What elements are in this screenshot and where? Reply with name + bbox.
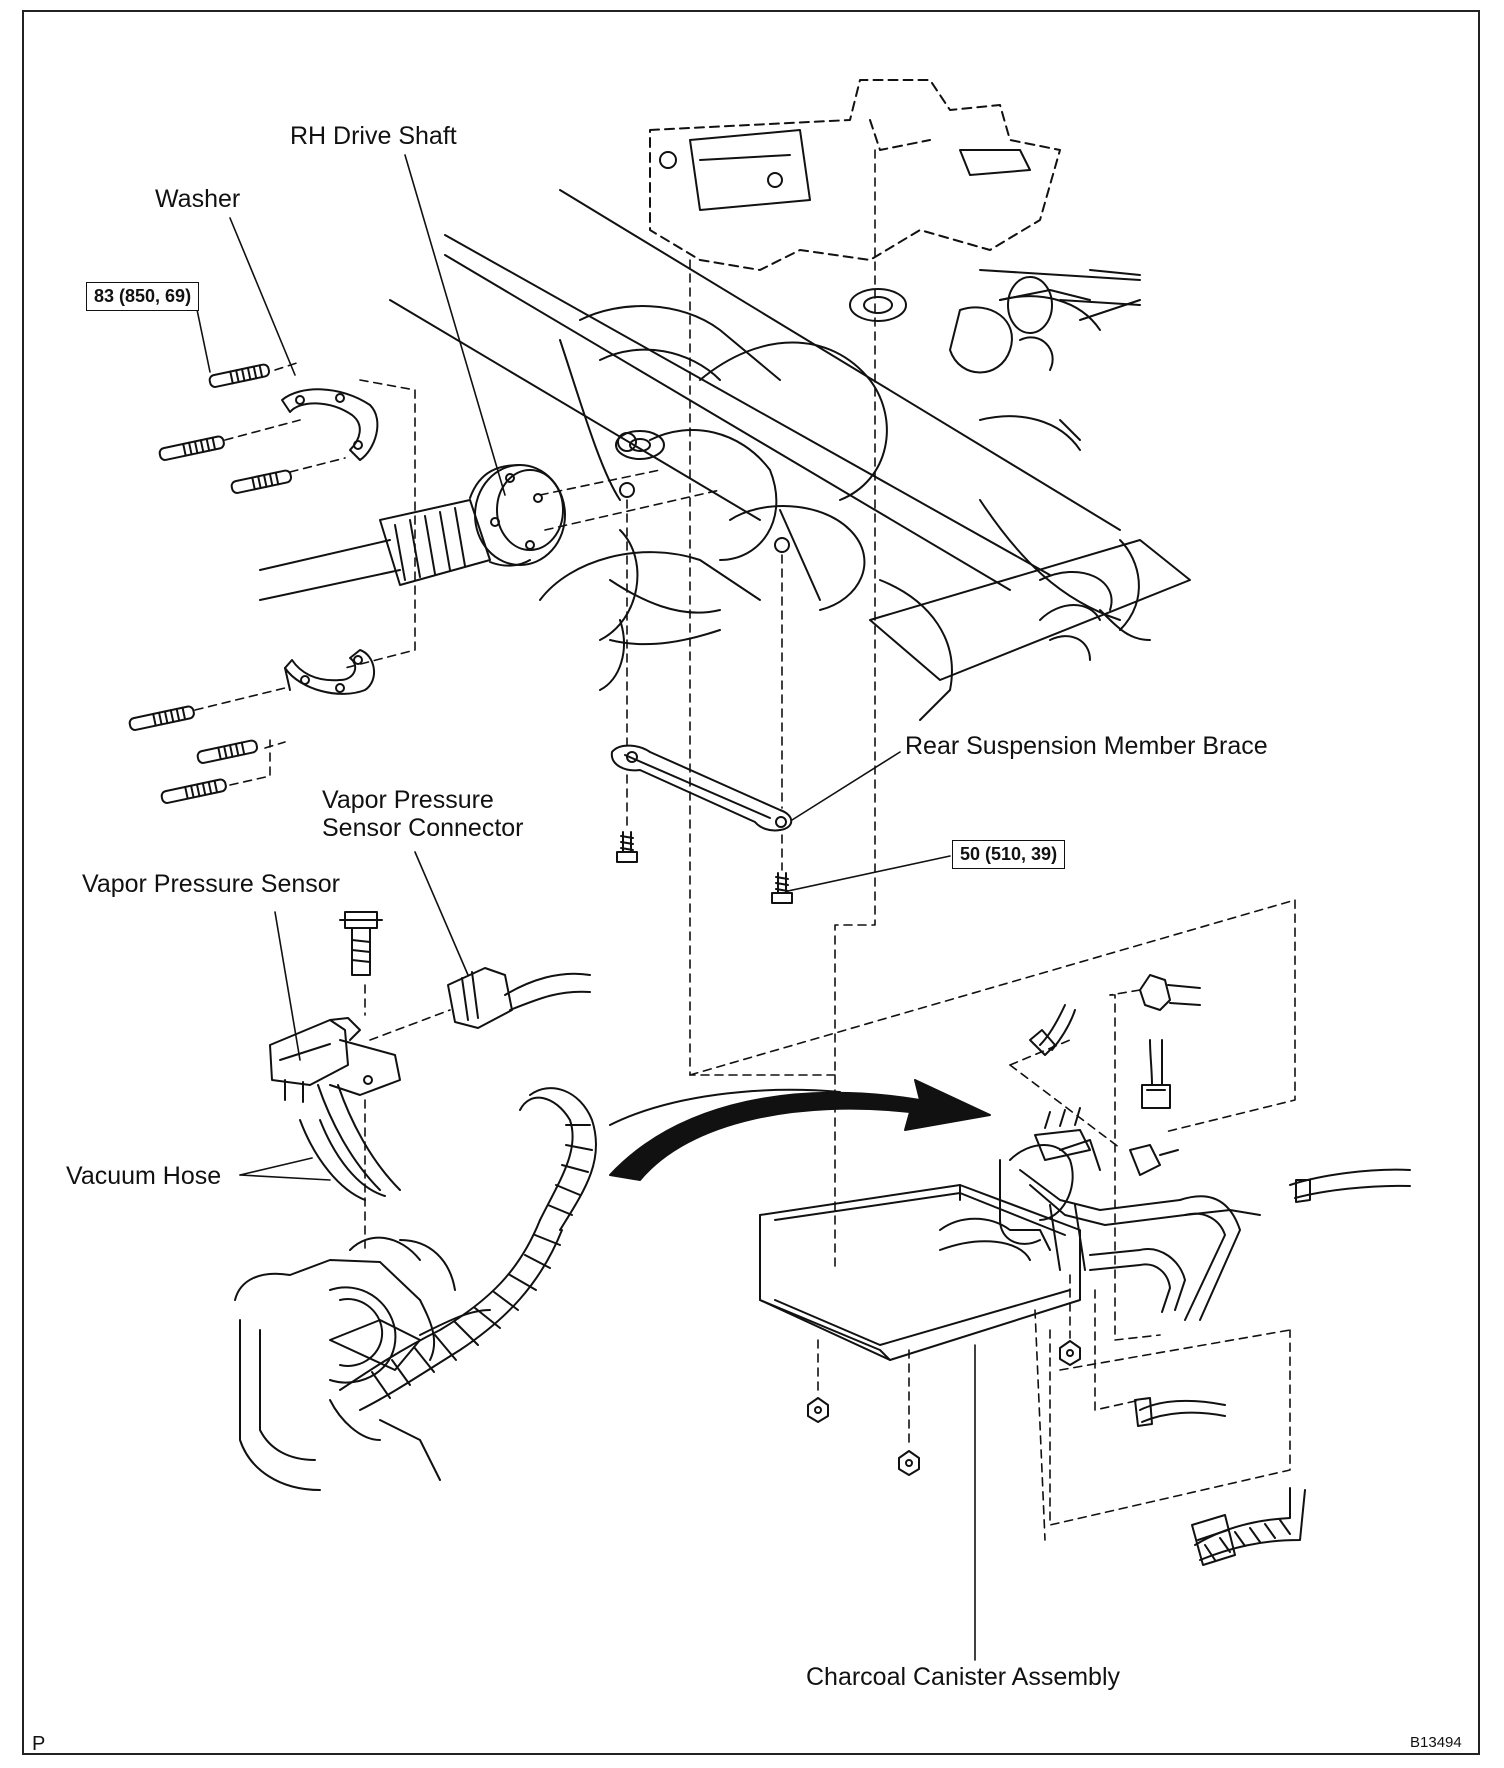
torque-spec-drive-shaft-bolts: 83 (850, 69) bbox=[86, 282, 200, 311]
canister-alignment-lines bbox=[689, 899, 1296, 1541]
sensor-bolt bbox=[339, 911, 383, 976]
washer-lower bbox=[284, 649, 375, 695]
canister-hoses-drawing bbox=[1029, 974, 1306, 1566]
transmission-details bbox=[659, 129, 1031, 211]
torque-spec-brace-bolt: 50 (510, 39) bbox=[952, 840, 1066, 869]
figure-code: B13494 bbox=[1410, 1734, 1462, 1751]
washer-upper bbox=[281, 388, 379, 461]
label-vapor-pressure-sensor: Vapor Pressure Sensor bbox=[82, 870, 340, 898]
vacuum-hoses-drawing bbox=[299, 1084, 401, 1201]
label-rear-suspension-member-brace: Rear Suspension Member Brace bbox=[905, 732, 1268, 760]
charcoal-canister-drawing bbox=[759, 1107, 1411, 1361]
label-vapor-pressure-sensor-connector: Vapor Pressure Sensor Connector bbox=[322, 786, 524, 842]
label-vacuum-hose: Vacuum Hose bbox=[66, 1162, 222, 1190]
diagram-frame bbox=[22, 10, 1480, 1755]
brace-bolts bbox=[616, 831, 793, 904]
sensor-alignment-lines bbox=[364, 984, 451, 1251]
vapor-pressure-sensor-connector-drawing bbox=[447, 967, 591, 1029]
vapor-pressure-sensor-drawing bbox=[269, 1017, 401, 1103]
label-vapor-pressure-sensor-connector-line2: Sensor Connector bbox=[322, 814, 524, 842]
drive-shaft-alignment-lines bbox=[194, 361, 721, 786]
brace-crossmember-bolt-heads bbox=[617, 432, 790, 553]
suspension-member-drawing bbox=[389, 189, 1191, 721]
leader-lines bbox=[194, 154, 976, 1661]
label-vapor-pressure-sensor-connector-line1: Vapor Pressure bbox=[322, 786, 494, 814]
phantom-transmission-outline bbox=[649, 79, 1061, 271]
label-washer: Washer bbox=[155, 185, 241, 213]
direction-arrow bbox=[609, 1079, 991, 1181]
canister-nuts bbox=[807, 1340, 1081, 1476]
label-charcoal-canister-assembly: Charcoal Canister Assembly bbox=[806, 1663, 1121, 1691]
rear-suspension-member-brace bbox=[610, 744, 793, 832]
corner-mark-p: P bbox=[32, 1733, 46, 1755]
drive-shaft-bolts bbox=[128, 363, 293, 804]
lower-engine-bay-drawing bbox=[234, 1236, 491, 1491]
drive-shaft-drawing bbox=[259, 464, 566, 601]
wire-harness-drawing bbox=[339, 1087, 597, 1411]
label-rh-drive-shaft: RH Drive Shaft bbox=[290, 122, 457, 150]
